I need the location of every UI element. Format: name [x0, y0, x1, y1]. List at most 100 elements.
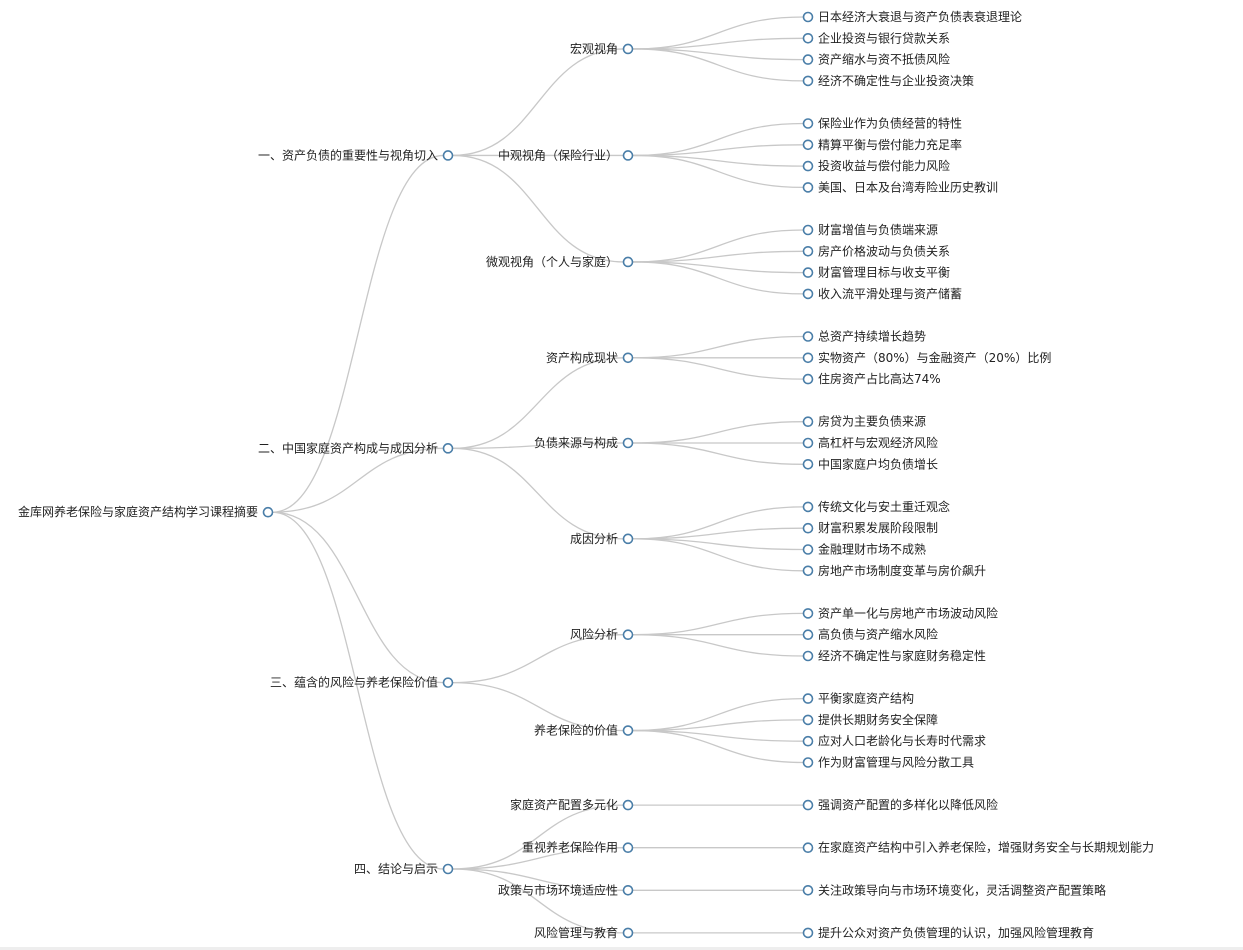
node-toggle-circle[interactable] [442, 443, 454, 454]
mindmap-node-leaf[interactable]: 提供长期财务安全保障 [802, 712, 939, 727]
mindmap-node-leaf[interactable]: 中国家庭户均负债增长 [802, 456, 939, 471]
node-toggle-circle[interactable] [802, 629, 814, 641]
node-toggle-circle[interactable] [622, 256, 634, 268]
mindmap-node-leaf[interactable]: 强调资产配置的多样化以降低风险 [802, 797, 999, 812]
mindmap-node-topic[interactable]: 中观视角（保险行业） [498, 147, 634, 162]
mindmap-node-leaf[interactable]: 日本经济大衰退与资产负债表衰退理论 [802, 9, 1023, 24]
node-toggle-circle[interactable] [622, 43, 634, 55]
node-toggle-circle[interactable] [622, 799, 634, 811]
mindmap-node-section[interactable]: 四、结论与启示 [354, 862, 454, 876]
mindmap-node-leaf[interactable]: 平衡家庭资产结构 [802, 691, 915, 706]
mindmap-node-leaf[interactable]: 提升公众对资产负债管理的认识，加强风险管理教育 [802, 925, 1095, 940]
node-toggle-circle[interactable] [622, 437, 634, 449]
mindmap-node-leaf[interactable]: 总资产持续增长趋势 [802, 329, 927, 344]
node-toggle-circle[interactable] [802, 544, 814, 555]
node-toggle-circle[interactable] [802, 54, 814, 65]
node-toggle-circle[interactable] [622, 725, 634, 736]
mindmap-node-leaf[interactable]: 作为财富管理与风险分散工具 [802, 755, 975, 770]
node-toggle-circle[interactable] [802, 714, 814, 726]
mindmap-node-leaf[interactable]: 应对人口老龄化与长寿时代需求 [802, 733, 987, 748]
mindmap-node-leaf[interactable]: 财富管理目标与收支平衡 [802, 265, 951, 280]
mindmap-node-topic[interactable]: 政策与市场环境适应性 [498, 882, 634, 897]
mindmap-node-leaf[interactable]: 房地产市场制度变革与房价飙升 [802, 563, 987, 578]
node-toggle-circle[interactable] [802, 118, 814, 129]
node-toggle-circle[interactable] [262, 506, 274, 518]
mindmap-node-leaf[interactable]: 经济不确定性与家庭财务稳定性 [802, 648, 987, 663]
node-toggle-circle[interactable] [802, 799, 814, 811]
node-toggle-circle[interactable] [802, 288, 814, 300]
node-toggle-circle[interactable] [802, 565, 814, 577]
mindmap-node-leaf[interactable]: 美国、日本及台湾寿险业历史教训 [802, 179, 999, 194]
node-toggle-circle[interactable] [802, 32, 814, 44]
node-toggle-circle[interactable] [802, 608, 814, 619]
node-toggle-circle[interactable] [802, 757, 814, 768]
mindmap-node-leaf[interactable]: 高杠杆与宏观经济风险 [802, 435, 939, 450]
mindmap-node-leaf[interactable]: 企业投资与银行贷款关系 [802, 30, 951, 45]
mindmap-node-leaf[interactable]: 实物资产（80%）与金融资产（20%）比例 [802, 350, 1052, 365]
node-toggle-circle[interactable] [622, 352, 634, 364]
node-toggle-circle[interactable] [802, 884, 814, 896]
node-toggle-circle[interactable] [802, 693, 814, 704]
node-toggle-circle[interactable] [442, 150, 454, 161]
node-toggle-circle[interactable] [622, 842, 634, 854]
node-toggle-circle[interactable] [802, 842, 814, 854]
node-toggle-circle[interactable] [622, 150, 634, 161]
mindmap-node-leaf[interactable]: 资产缩水与资不抵债风险 [802, 52, 951, 67]
mindmap-node-section[interactable]: 二、中国家庭资产构成与成因分析 [258, 440, 454, 455]
node-toggle-circle[interactable] [802, 522, 814, 534]
node-toggle-circle[interactable] [622, 884, 634, 896]
mindmap-node-leaf[interactable]: 财富积累发展阶段限制 [802, 520, 939, 535]
mindmap-node-section[interactable]: 三、蕴含的风险与养老保险价值 [270, 675, 454, 690]
mindmap-node-topic[interactable]: 微观视角（个人与家庭） [486, 254, 634, 269]
mindmap-node-leaf[interactable]: 金融理财市场不成熟 [802, 542, 927, 557]
node-toggle-circle[interactable] [802, 139, 814, 151]
node-toggle-circle[interactable] [802, 501, 814, 513]
node-toggle-circle[interactable] [622, 927, 634, 939]
mindmap-node-topic[interactable]: 宏观视角 [570, 41, 634, 56]
node-toggle-circle[interactable] [802, 437, 814, 449]
node-toggle-circle[interactable] [802, 224, 814, 236]
mindmap-node-leaf[interactable]: 传统文化与安土重迁观念 [802, 499, 951, 514]
node-toggle-circle[interactable] [442, 677, 454, 688]
node-toggle-circle[interactable] [442, 863, 454, 875]
mindmap-node-leaf[interactable]: 资产单一化与房地产市场波动风险 [802, 605, 999, 620]
mindmap-node-leaf[interactable]: 关注政策导向与市场环境变化，灵活调整资产配置策略 [802, 882, 1107, 897]
node-toggle-circle[interactable] [802, 416, 814, 428]
mindmap-node-topic[interactable]: 重视养老保险作用 [522, 840, 634, 855]
node-toggle-circle[interactable] [802, 735, 814, 747]
mindmap-node-leaf[interactable]: 在家庭资产结构中引入养老保险，增强财务安全与长期规划能力 [802, 840, 1155, 855]
mindmap-node-topic[interactable]: 家庭资产配置多元化 [510, 797, 634, 812]
mindmap-node-leaf[interactable]: 经济不确定性与企业投资决策 [802, 73, 975, 88]
mindmap-node-topic[interactable]: 成因分析 [570, 532, 634, 546]
mindmap-node-topic[interactable]: 养老保险的价值 [534, 723, 634, 738]
node-toggle-circle[interactable] [802, 352, 814, 364]
mindmap-node-topic[interactable]: 负债来源与构成 [534, 435, 634, 450]
node-toggle-circle[interactable] [802, 373, 814, 385]
mindmap-node-leaf[interactable]: 精算平衡与偿付能力充足率 [802, 137, 963, 152]
node-toggle-circle[interactable] [802, 458, 814, 470]
node-toggle-circle[interactable] [802, 182, 814, 193]
node-toggle-circle[interactable] [622, 533, 634, 545]
node-toggle-circle[interactable] [802, 927, 814, 939]
node-toggle-circle[interactable] [802, 650, 814, 662]
node-toggle-circle[interactable] [802, 267, 814, 278]
mindmap-node-leaf[interactable]: 投资收益与偿付能力风险 [802, 158, 951, 173]
mindmap-node-topic[interactable]: 风险分析 [570, 627, 634, 642]
node-toggle-circle[interactable] [622, 629, 634, 641]
mindmap-node-leaf[interactable]: 住房资产占比高达74% [802, 371, 941, 386]
mindmap-node-section[interactable]: 一、资产负债的重要性与视角切入 [258, 147, 454, 162]
node-toggle-circle[interactable] [802, 11, 814, 23]
mindmap-node-leaf[interactable]: 财富增值与负债端来源 [802, 222, 939, 237]
mindmap-node-leaf[interactable]: 保险业作为负债经营的特性 [802, 116, 963, 131]
node-toggle-circle[interactable] [802, 75, 814, 87]
mindmap-node-leaf[interactable]: 收入流平滑处理与资产储蓄 [802, 286, 963, 301]
mindmap-node-topic[interactable]: 资产构成现状 [546, 350, 634, 365]
mindmap-node-topic[interactable]: 风险管理与教育 [534, 925, 634, 940]
mindmap-node-leaf[interactable]: 高负债与资产缩水风险 [802, 627, 939, 642]
node-toggle-circle[interactable] [802, 246, 814, 257]
mindmap-node-leaf[interactable]: 房产价格波动与负债关系 [802, 243, 951, 258]
mindmap-node-root[interactable]: 金库网养老保险与家庭资产结构学习课程摘要 [18, 504, 274, 519]
node-toggle-circle[interactable] [802, 331, 814, 342]
node-toggle-circle[interactable] [802, 160, 814, 172]
mindmap-node-leaf[interactable]: 房贷为主要负债来源 [802, 414, 927, 429]
